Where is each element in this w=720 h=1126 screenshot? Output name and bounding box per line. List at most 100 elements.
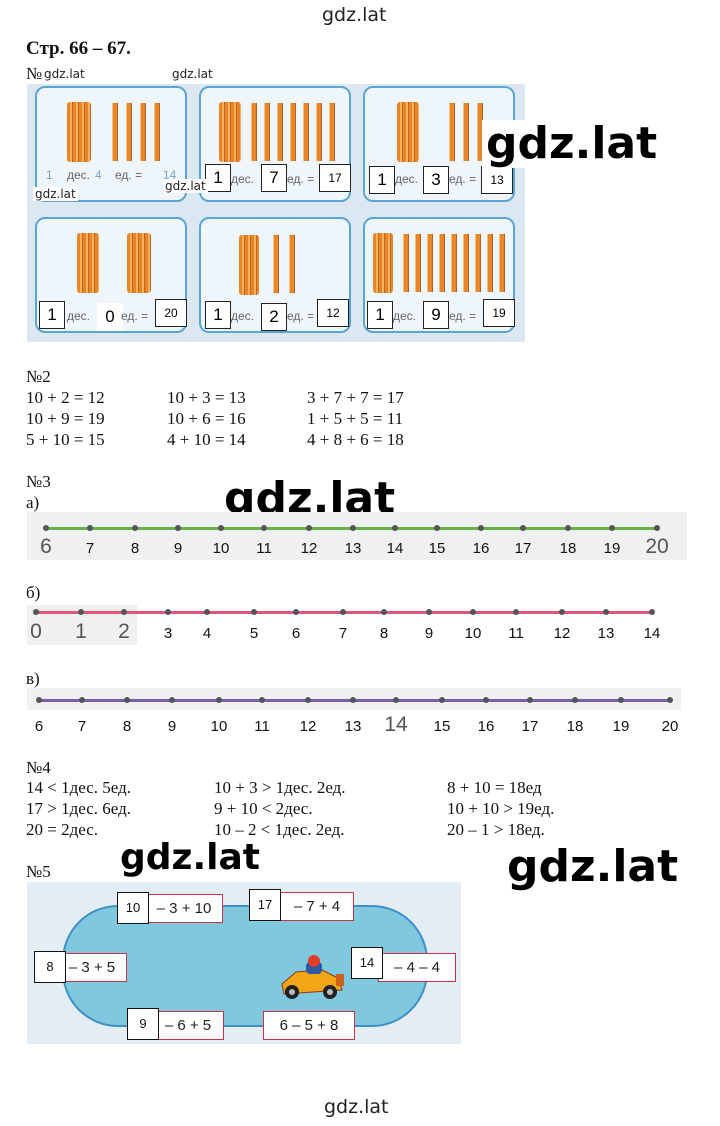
number-line-label: 5 bbox=[249, 625, 259, 642]
number-line-label: 18 bbox=[566, 718, 584, 735]
number-line-label: 8 bbox=[130, 540, 140, 557]
number-line-tick bbox=[667, 697, 673, 703]
number-line-tick bbox=[259, 697, 265, 703]
task2-eq: 10 + 3 = 13 bbox=[167, 388, 246, 407]
number-line-tick bbox=[565, 525, 571, 531]
number-line-label: 11 bbox=[508, 625, 524, 642]
tens-bundle bbox=[397, 102, 419, 162]
units-caption: ед. = bbox=[121, 309, 149, 323]
answer-box: 8 bbox=[34, 951, 66, 983]
number-line-label: 4 bbox=[202, 625, 212, 642]
number-line-label: 12 bbox=[299, 718, 317, 735]
number-line-tick bbox=[527, 697, 533, 703]
number-line-label: 6 bbox=[34, 718, 44, 735]
number-line-tick bbox=[609, 525, 615, 531]
expr-card: – 7 + 4 bbox=[280, 892, 354, 921]
task4-ineq: 17 > 1дес. 6ед. bbox=[26, 799, 131, 818]
number-line-label: 9 bbox=[173, 540, 183, 557]
card-6: 1 дес. 9 ед. = 19 bbox=[363, 217, 515, 333]
task4-ineq: 10 – 2 < 1дес. 2ед. bbox=[214, 820, 345, 839]
total-answer-box: 12 bbox=[317, 299, 349, 327]
unit-stick bbox=[449, 103, 455, 161]
number-line-label: 14 bbox=[643, 625, 661, 642]
number-line-label: 16 bbox=[472, 540, 490, 557]
total-answer-box: 20 bbox=[155, 299, 187, 327]
answer-box: 9 bbox=[127, 1008, 159, 1040]
task2-eq: 1 + 5 + 5 = 11 bbox=[307, 409, 404, 428]
unit-stick bbox=[487, 234, 493, 292]
number-line-tick bbox=[426, 609, 432, 615]
task4-label: №4 bbox=[26, 758, 51, 777]
number-line-label: 13 bbox=[344, 540, 362, 557]
number-line-label: 16 bbox=[477, 718, 495, 735]
part-a-label: а) bbox=[26, 493, 40, 512]
number-line-label: 9 bbox=[424, 625, 434, 642]
number-line-label: 0 bbox=[30, 620, 42, 643]
number-line-label: 10 bbox=[212, 540, 230, 557]
unit-stick bbox=[427, 234, 433, 292]
number-line-tick bbox=[381, 609, 387, 615]
part-c-label: в) bbox=[26, 669, 40, 688]
number-line-label: 17 bbox=[514, 540, 532, 557]
expr-card: – 3 + 10 bbox=[145, 894, 223, 923]
unit-stick bbox=[463, 234, 469, 292]
unit-stick bbox=[403, 234, 409, 292]
tens-caption: дес. bbox=[67, 309, 91, 323]
number-line-tick bbox=[36, 697, 42, 703]
unit-stick bbox=[264, 103, 270, 161]
number-line-tick bbox=[649, 609, 655, 615]
number-line-tick bbox=[306, 525, 312, 531]
number-line-a-bg bbox=[27, 512, 687, 560]
number-line-tick bbox=[305, 697, 311, 703]
tens-caption: дес. bbox=[67, 168, 91, 182]
tens-answer-box: 1 bbox=[205, 164, 231, 192]
number-line-tick bbox=[470, 609, 476, 615]
watermark-top: gdz.lat bbox=[322, 4, 387, 26]
number-line-label: 7 bbox=[85, 540, 95, 557]
units-caption: ед. = bbox=[449, 309, 477, 323]
number-line-tick bbox=[175, 525, 181, 531]
race-car-icon bbox=[281, 955, 344, 999]
number-line-label: 19 bbox=[612, 718, 630, 735]
unit-stick bbox=[316, 103, 322, 161]
number-line-tick bbox=[520, 525, 526, 531]
unit-stick bbox=[499, 234, 505, 292]
number-line-tick bbox=[350, 697, 356, 703]
number-line-tick bbox=[439, 697, 445, 703]
number-line-tick bbox=[124, 697, 130, 703]
number-line-label: 8 bbox=[122, 718, 132, 735]
number-line-label: 14 bbox=[386, 540, 404, 557]
units-caption: ед. = bbox=[287, 309, 315, 323]
unit-stick bbox=[451, 234, 457, 292]
units-caption: ед. = bbox=[449, 172, 477, 186]
unit-stick bbox=[126, 103, 132, 161]
units-answer-box: 7 bbox=[261, 164, 287, 192]
tens-caption: дес. bbox=[231, 309, 255, 323]
number-line-label: 8 bbox=[379, 625, 389, 642]
number-line-label: 11 bbox=[254, 718, 270, 735]
expr-card: – 4 – 4 bbox=[378, 953, 456, 982]
unit-stick bbox=[463, 103, 469, 161]
watermark-small: gdz.lat bbox=[170, 67, 215, 81]
task2-eq: 4 + 10 = 14 bbox=[167, 430, 246, 449]
number-line-tick bbox=[33, 609, 39, 615]
task4-ineq: 20 = 2дес. bbox=[26, 820, 99, 839]
number-line-tick bbox=[132, 525, 138, 531]
task3-label: №3 bbox=[26, 472, 51, 491]
number-line-tick bbox=[218, 525, 224, 531]
task4-ineq: 10 + 3 > 1дес. 2ед. bbox=[214, 778, 346, 797]
units-answer-box: 0 bbox=[97, 303, 123, 331]
unit-stick bbox=[303, 103, 309, 161]
part-b-label: б) bbox=[26, 583, 41, 602]
task4-ineq: 14 < 1дес. 5ед. bbox=[26, 778, 131, 797]
tens-answer-box: 1 bbox=[39, 301, 65, 329]
number-line-label: 20 bbox=[661, 718, 679, 735]
number-line-tick bbox=[350, 525, 356, 531]
task2-eq: 5 + 10 = 15 bbox=[26, 430, 105, 449]
task2-eq: 10 + 6 = 16 bbox=[167, 409, 246, 428]
watermark-bottom: gdz.lat bbox=[324, 1096, 389, 1118]
watermark-small: gdz.lat bbox=[33, 187, 78, 201]
number-line-tick bbox=[603, 609, 609, 615]
number-line-tick bbox=[513, 609, 519, 615]
task2-eq: 4 + 8 + 6 = 18 bbox=[307, 430, 404, 449]
